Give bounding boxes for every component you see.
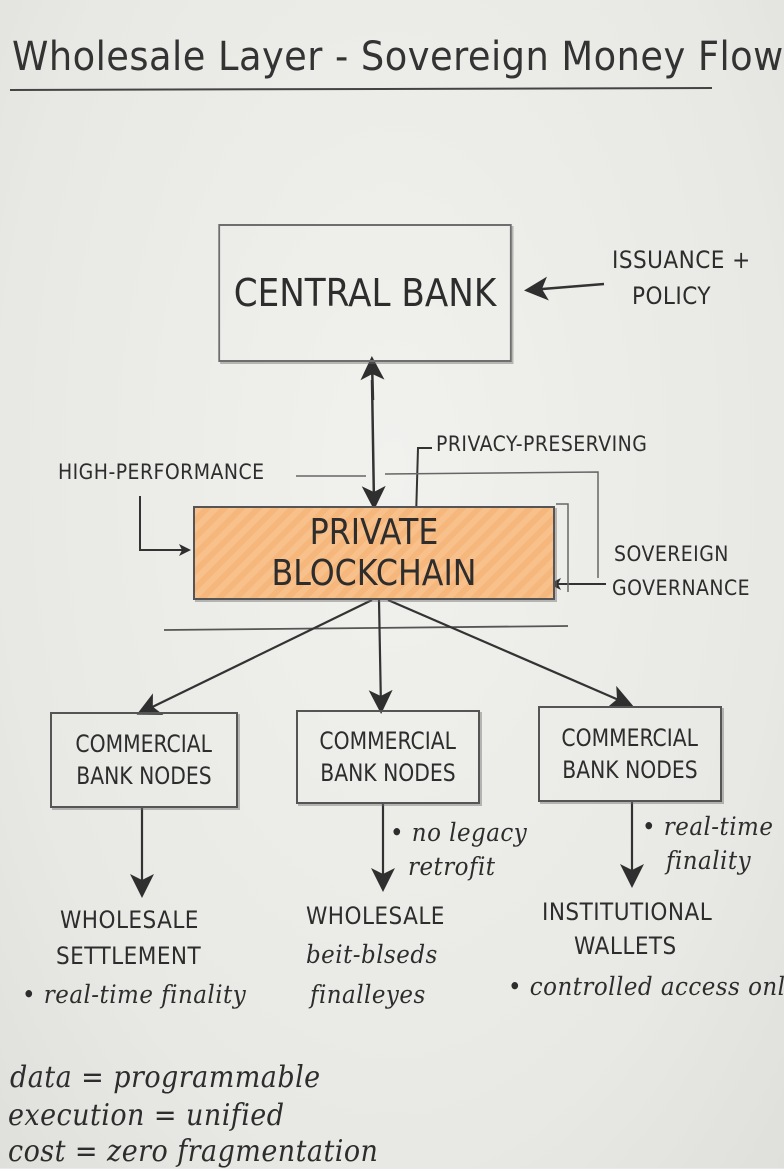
equation-data: data = programmable	[10, 1060, 321, 1095]
equation-cost: cost = zero fragmentation	[8, 1134, 379, 1169]
high-performance-label: HIGH-PERFORMANCE	[58, 460, 265, 484]
commercial-bank-node-1: COMMERCIAL BANK NODES	[50, 712, 238, 808]
page-title: Wholesale Layer - Sovereign Money Flow	[12, 34, 784, 80]
sovereign-label: SOVEREIGN	[614, 542, 729, 566]
commercial-bank-node-3: COMMERCIAL BANK NODES	[538, 706, 722, 802]
issuance-label-line1: ISSUANCE +	[612, 246, 751, 274]
private-blockchain-label: PRIVATE BLOCKCHAIN	[271, 512, 477, 594]
equation-execution: execution = unified	[8, 1098, 285, 1133]
title-underline	[9, 87, 713, 91]
chain-to-central-arrow	[360, 356, 385, 401]
high-performance-arrow	[139, 496, 191, 556]
node-1-output-line1: WHOLESALE	[60, 906, 199, 934]
node-2-output-note: finalleyes	[310, 980, 426, 1009]
commercial-bank-node-2: COMMERCIAL BANK NODES	[296, 710, 480, 804]
node-3-label-line2: BANK NODES	[562, 756, 698, 784]
chain-to-node-1-arrow	[136, 599, 373, 715]
privacy-arrow	[410, 447, 432, 521]
issuance-arrow	[524, 276, 605, 301]
node-3-output-line1: INSTITUTIONAL	[542, 898, 713, 926]
central-to-chain-arrow	[361, 379, 386, 510]
privacy-preserving-label: PRIVACY-PRESERVING	[436, 432, 648, 456]
node-2-note-line2: retrofit	[408, 852, 496, 881]
private-blockchain-box: PRIVATE BLOCKCHAIN	[193, 506, 555, 600]
node-3-label-line1: COMMERCIAL	[561, 724, 699, 752]
node-3-note-line2: finality	[666, 846, 752, 875]
node-1-label-line2: BANK NODES	[76, 762, 212, 790]
chain-to-node-3-arrow	[387, 598, 634, 708]
central-bank-box: CENTRAL BANK	[218, 224, 512, 362]
privacy-bracket	[384, 471, 599, 578]
node-2-note-line1: • no legacy	[390, 818, 528, 847]
node-2-label-line1: COMMERCIAL	[319, 727, 457, 755]
node-2-label-line2: BANK NODES	[320, 759, 456, 787]
node-1-output-note: • real-time finality	[22, 980, 247, 1009]
chain-to-node-2-arrow	[368, 599, 393, 714]
issuance-label-line2: POLICY	[632, 282, 712, 310]
node-3-note-line1: • real-time	[642, 812, 774, 841]
node-1-output-line2: SETTLEMENT	[56, 942, 202, 970]
node-3-output-line2: WALLETS	[574, 932, 677, 960]
node-1-label-line1: COMMERCIAL	[75, 730, 213, 758]
governance-label: GOVERNANCE	[612, 576, 751, 600]
node-3-output-note: • controlled access only	[508, 972, 784, 1001]
central-bank-label: CENTRAL BANK	[233, 271, 497, 315]
node-2-output-line2: beit-blseds	[306, 940, 438, 969]
node-2-output-line1: WHOLESALE	[306, 902, 445, 930]
